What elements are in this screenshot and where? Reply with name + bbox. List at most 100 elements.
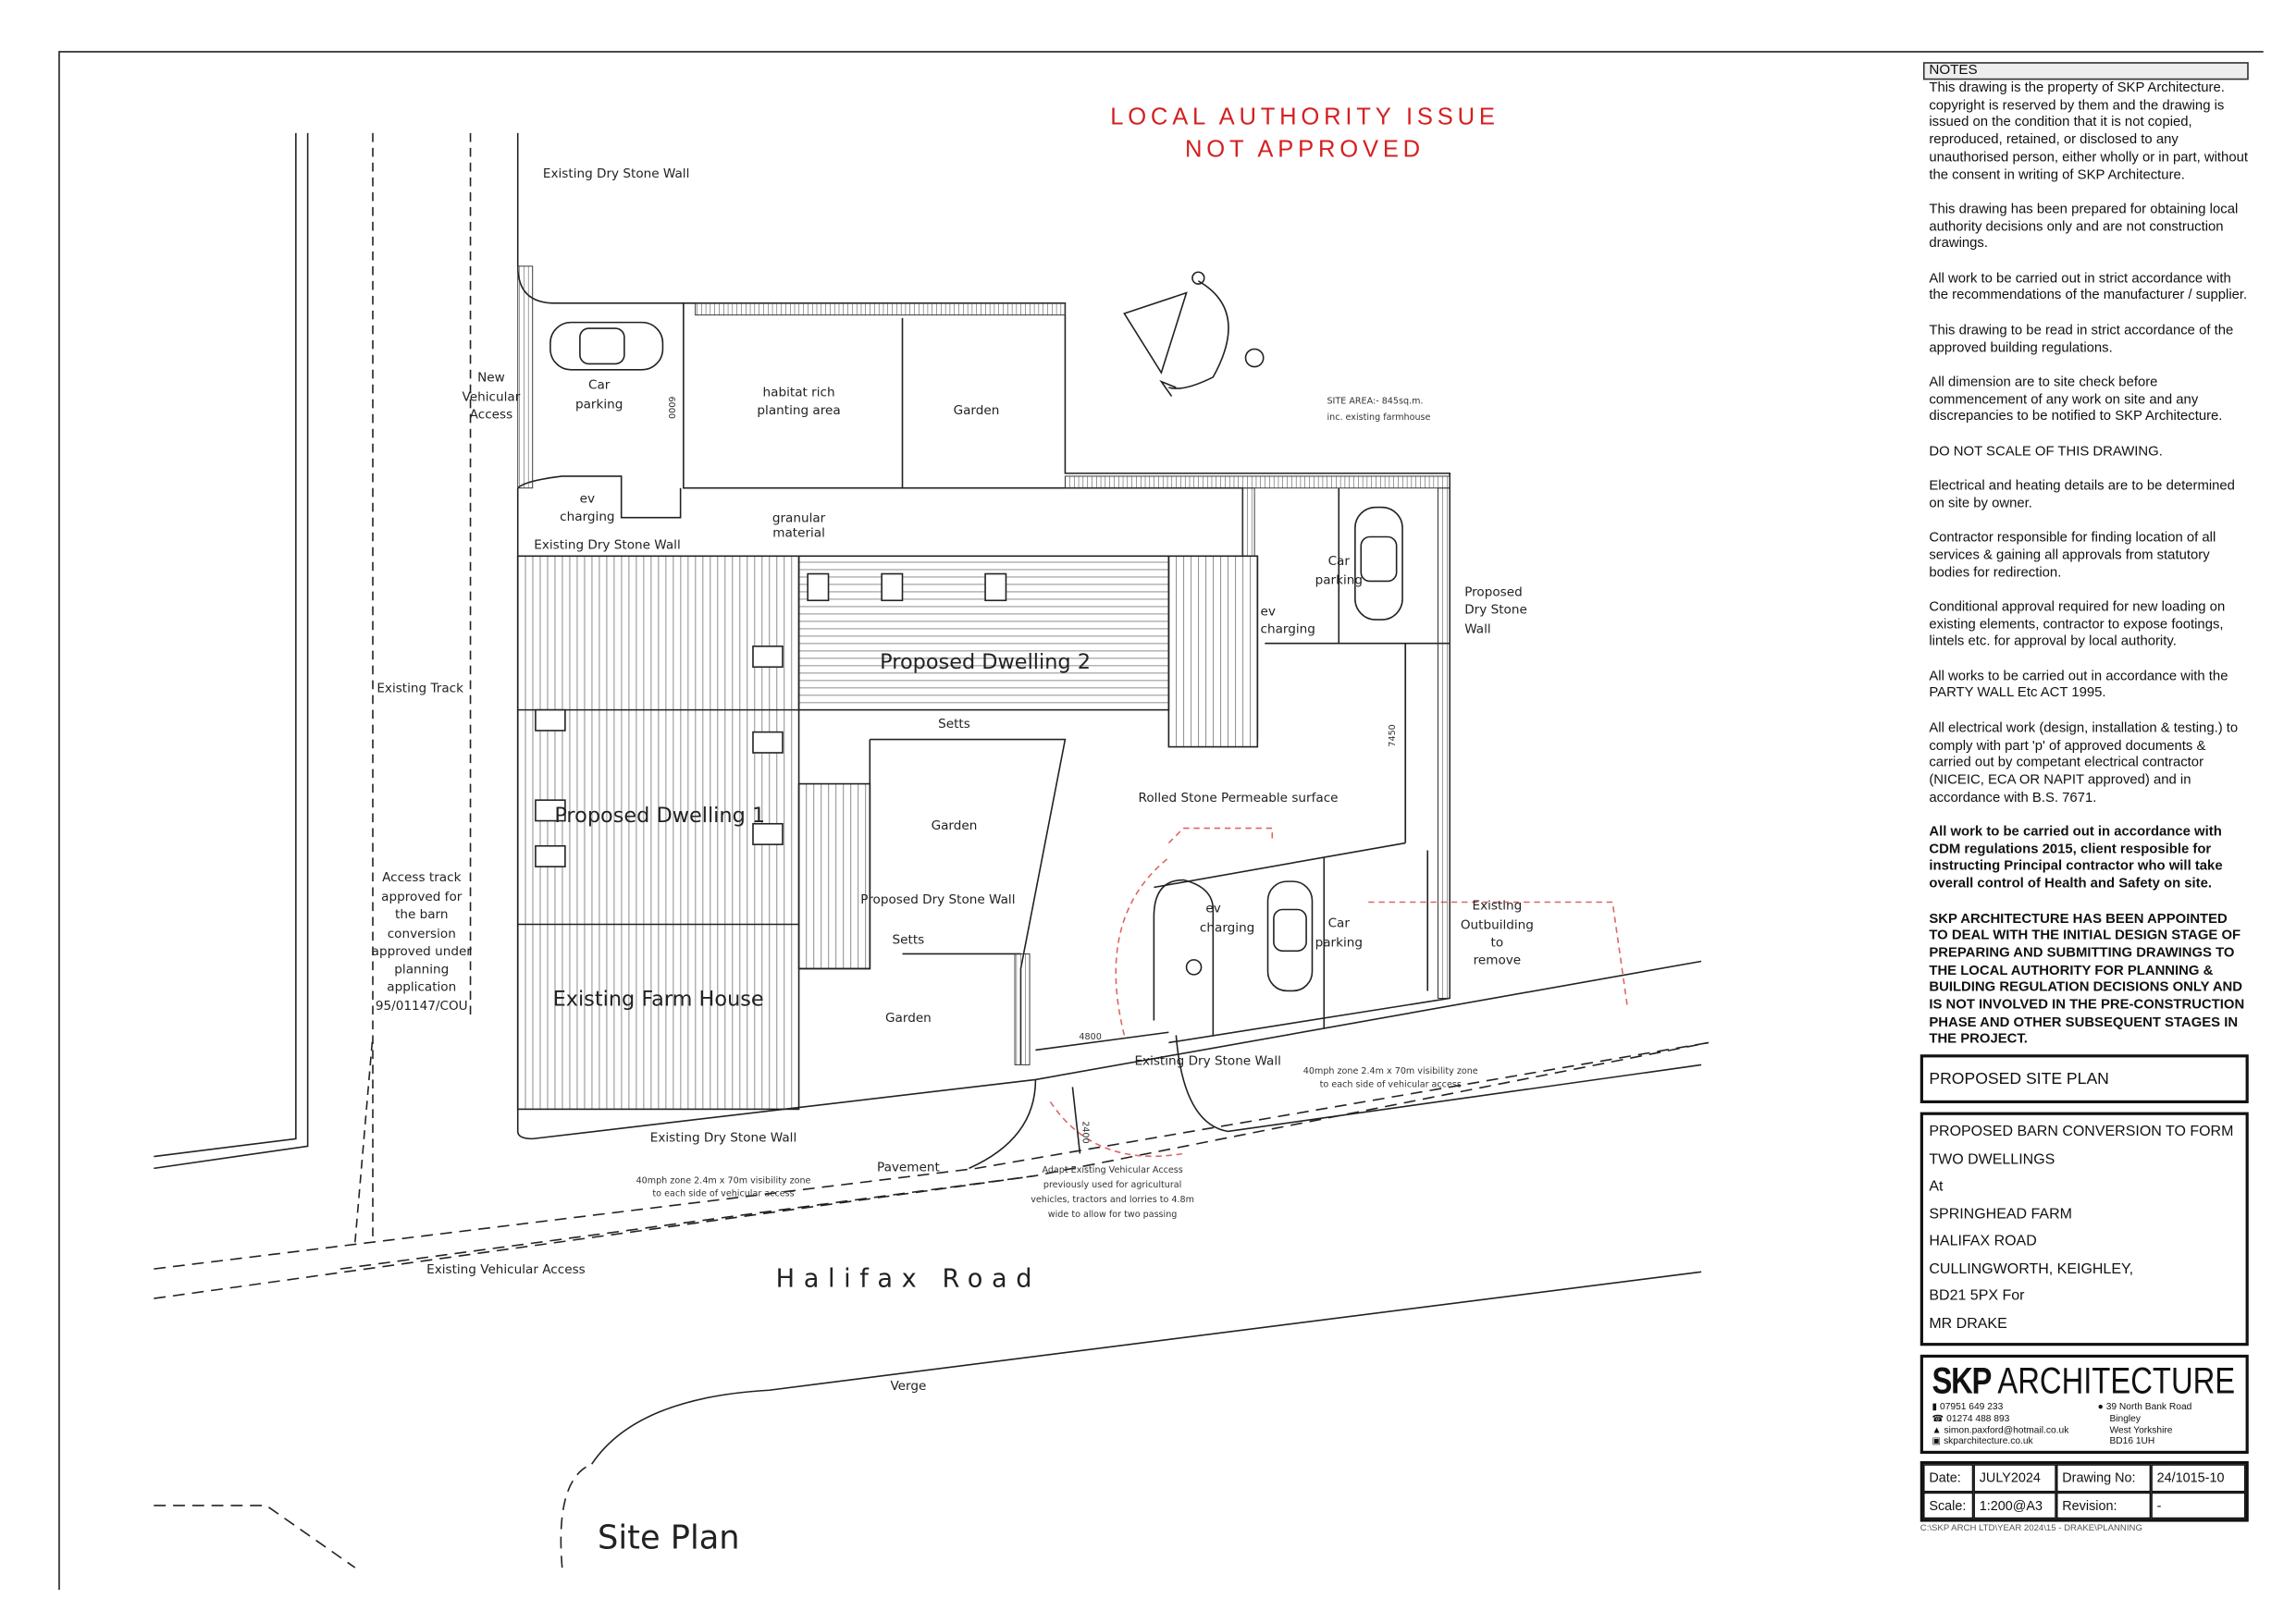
label: the barn (395, 907, 449, 922)
project-line: At (1929, 1178, 1944, 1196)
label: 40mph zone 2.4m x 70m visibility zone (636, 1175, 811, 1186)
company-logo-block: SKP ARCHITECTURE ▮ 07951 649 233 ☎ 01274… (1920, 1355, 2249, 1455)
dwelling-1-roof (516, 555, 800, 1111)
road-name: Halifax Road (776, 1264, 1041, 1293)
label: approved for (381, 890, 463, 904)
label: Existing (1472, 899, 1522, 914)
note-paragraph: Contractor responsible for finding locat… (1929, 529, 2216, 580)
label: Garden (954, 403, 1000, 418)
verge-edge (591, 1271, 1702, 1465)
label: granular (772, 511, 826, 526)
label: New (477, 371, 505, 386)
label: to (1491, 935, 1504, 950)
label: Existing Dry Stone Wall (1134, 1053, 1280, 1068)
label: Pavement (877, 1161, 940, 1175)
web-icon: ▣ (1932, 1436, 1942, 1447)
scale-value: 1:200@A3 (1973, 1491, 2056, 1519)
label: Wall (1464, 621, 1490, 636)
label: material (772, 526, 825, 541)
address-line: ● 39 North Bank Road (2097, 1402, 2192, 1413)
label: previously used for agricultural (1043, 1180, 1181, 1190)
contact-mobile: ▮ 07951 649 233 (1932, 1402, 2004, 1413)
stamp-line-2: NOT APPROVED (1185, 137, 1425, 163)
label: Proposed (1464, 584, 1523, 599)
project-line: SPRINGHEAD FARM (1929, 1206, 2072, 1223)
label: ev (1205, 902, 1220, 916)
project-line: PROPOSED BARN CONVERSION TO FORM (1929, 1124, 2234, 1141)
drawing-info-table: Date: JULY2024 Drawing No: 24/1015-10 Sc… (1920, 1461, 2249, 1522)
label: Existing Dry Stone Wall (534, 537, 680, 552)
label: ev (1261, 604, 1276, 619)
phone-icon: ☎ (1932, 1413, 1944, 1424)
label: habitat rich (763, 386, 835, 400)
address-line: West Yorkshire (2109, 1424, 2173, 1436)
date-label: Date: (1922, 1464, 1974, 1492)
location-pin-icon: ● (2097, 1402, 2104, 1413)
notes-list: This drawing is the property of SKP Arch… (1923, 80, 2249, 1049)
dimension: 6000 (666, 397, 676, 419)
note-paragraph: This drawing has been prepared for obtai… (1929, 201, 2239, 251)
project-description: PROPOSED BARN CONVERSION TO FORM TWO DWE… (1920, 1112, 2249, 1346)
label: Existing Farm House (553, 987, 764, 1011)
scale-label: Scale: (1922, 1491, 1974, 1519)
label: Rolled Stone Permeable surface (1139, 791, 1339, 805)
revision-label: Revision: (2055, 1491, 2152, 1519)
note-paragraph: All dimension are to site check before c… (1929, 374, 2223, 424)
label: parking (1315, 935, 1363, 950)
label: Car (588, 378, 611, 393)
contact-web: ▣ skparchitecture.co.uk (1932, 1436, 2033, 1447)
drawing-title: Site Plan (598, 1518, 740, 1556)
dwelling-2-roof (797, 555, 1170, 711)
car-icon (549, 321, 1403, 992)
front-boundary (516, 487, 1702, 1140)
file-path: C:\SKP ARCH LTD\YEAR 2024\15 - DRAKE\PLA… (1920, 1524, 2142, 1534)
notes-heading: NOTES (1922, 62, 2249, 80)
label: Outbuilding (1461, 917, 1534, 932)
label: charging (560, 510, 614, 524)
label: to each side of vehicular access (652, 1189, 794, 1199)
label: remove (1474, 953, 1522, 968)
label: Verge (890, 1379, 926, 1394)
label: 95/01147/COU (376, 999, 468, 1014)
revision-value: - (2151, 1491, 2246, 1519)
label: Existing Track (376, 681, 463, 695)
sheet-title: PROPOSED SITE PLAN (1920, 1054, 2249, 1104)
note-paragraph: All work to be carried out in accordance… (1929, 823, 2223, 891)
label: Dry Stone (1464, 603, 1527, 618)
note-paragraph: This drawing to be read in strict accord… (1929, 322, 2234, 355)
company-logo: SKP ARCHITECTURE (1932, 1360, 2236, 1403)
note-paragraph: This drawing is the property of SKP Arch… (1929, 80, 2248, 181)
date-value: JULY2024 (1973, 1464, 2056, 1492)
label: Car (1328, 554, 1351, 569)
project-line: CULLINGWORTH, KEIGHLEY, (1929, 1260, 2134, 1278)
label: Existing Vehicular Access (426, 1262, 586, 1277)
label: Proposed Dwelling 2 (880, 650, 1091, 674)
label: planting area (757, 403, 840, 418)
label: conversion (388, 927, 456, 941)
north-arrow-icon (1123, 271, 1265, 398)
label: Vehicular (463, 389, 521, 404)
label: to each side of vehicular access (1320, 1079, 1462, 1089)
project-line: BD21 5PX For (1929, 1288, 2025, 1305)
label: Setts (938, 717, 970, 732)
address-line: BD16 1UH (2109, 1436, 2155, 1447)
email-icon: ▲ (1932, 1424, 1942, 1436)
label: Setts (893, 932, 925, 947)
project-line: HALIFAX ROAD (1929, 1234, 2037, 1250)
label: Garden (932, 818, 978, 833)
address-line: Bingley (2109, 1413, 2141, 1424)
note-paragraph: Conditional approval required for new lo… (1929, 598, 2226, 649)
label: application (387, 979, 456, 994)
plan-labels: Existing Dry Stone Wall New Vehicular Ac… (372, 166, 1534, 1394)
label: SITE AREA:- 845sq.m. (1327, 397, 1423, 407)
note-paragraph: DO NOT SCALE OF THIS DRAWING. (1929, 443, 2163, 459)
note-paragraph: All electrical work (design, installatio… (1929, 719, 2239, 805)
project-line: TWO DWELLINGS (1929, 1151, 2055, 1168)
note-paragraph: All works to be carried out in accordanc… (1929, 668, 2228, 701)
label: ev (580, 492, 595, 507)
label: parking (575, 397, 623, 412)
sheet-border (58, 51, 2264, 1591)
dimension: 2400 (1080, 1121, 1091, 1143)
